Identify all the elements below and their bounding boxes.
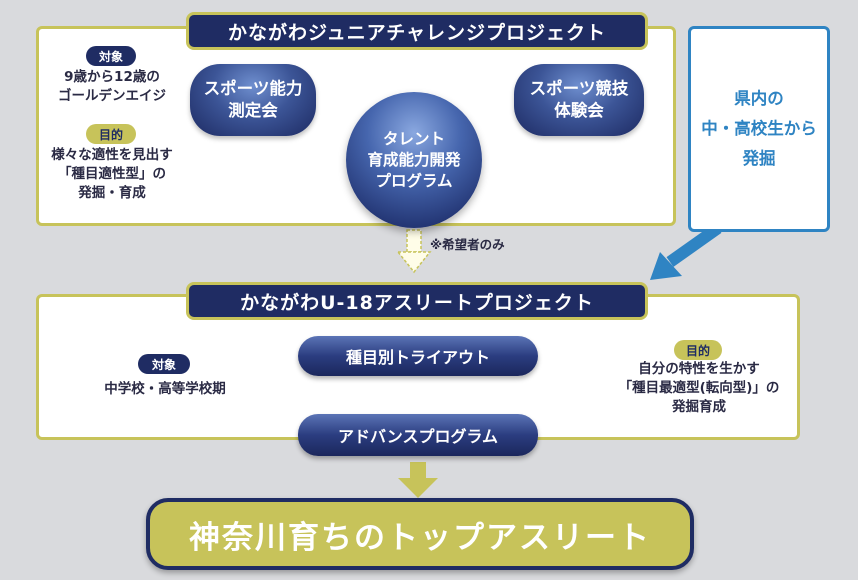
u18-project-title: かながわU-18アスリートプロジェクト xyxy=(186,282,648,320)
experience-event: スポーツ競技 体験会 xyxy=(514,64,644,136)
u18-target-tag: 対象 xyxy=(138,354,190,374)
optional-note: ※希望者のみ xyxy=(430,237,505,252)
u18-purpose-tag: 目的 xyxy=(674,340,722,360)
advance-program-step: アドバンスプログラム xyxy=(298,414,538,456)
top-athlete-goal: 神奈川育ちのトップアスリート xyxy=(146,498,694,570)
measurement-event: スポーツ能力 測定会 xyxy=(190,64,316,136)
scout-box: 県内の 中・高校生から 発掘 xyxy=(688,26,830,232)
junior-purpose-tag: 目的 xyxy=(86,124,136,144)
junior-project-title: かながわジュニアチャレンジプロジェクト xyxy=(186,12,648,50)
arrow-advance-to-final xyxy=(398,462,438,498)
u18-target-text: 中学校・高等学校期 xyxy=(104,381,226,397)
talent-program: タレント 育成能力開発 プログラム xyxy=(346,92,482,228)
junior-purpose-text: 様々な適性を見出す 「種目適性型」の 発掘・育成 xyxy=(51,147,173,201)
u18-purpose-text: 自分の特性を生かす 「種目最適型(転向型)」の 発掘育成 xyxy=(618,361,780,415)
tryout-step: 種目別トライアウト xyxy=(298,336,538,376)
junior-target-text: 9歳から12歳の ゴールデンエイジ xyxy=(58,69,166,104)
arrow-scout-to-u18 xyxy=(650,223,722,280)
junior-target-tag: 対象 xyxy=(86,46,136,66)
dashed-arrow-down xyxy=(396,229,432,274)
